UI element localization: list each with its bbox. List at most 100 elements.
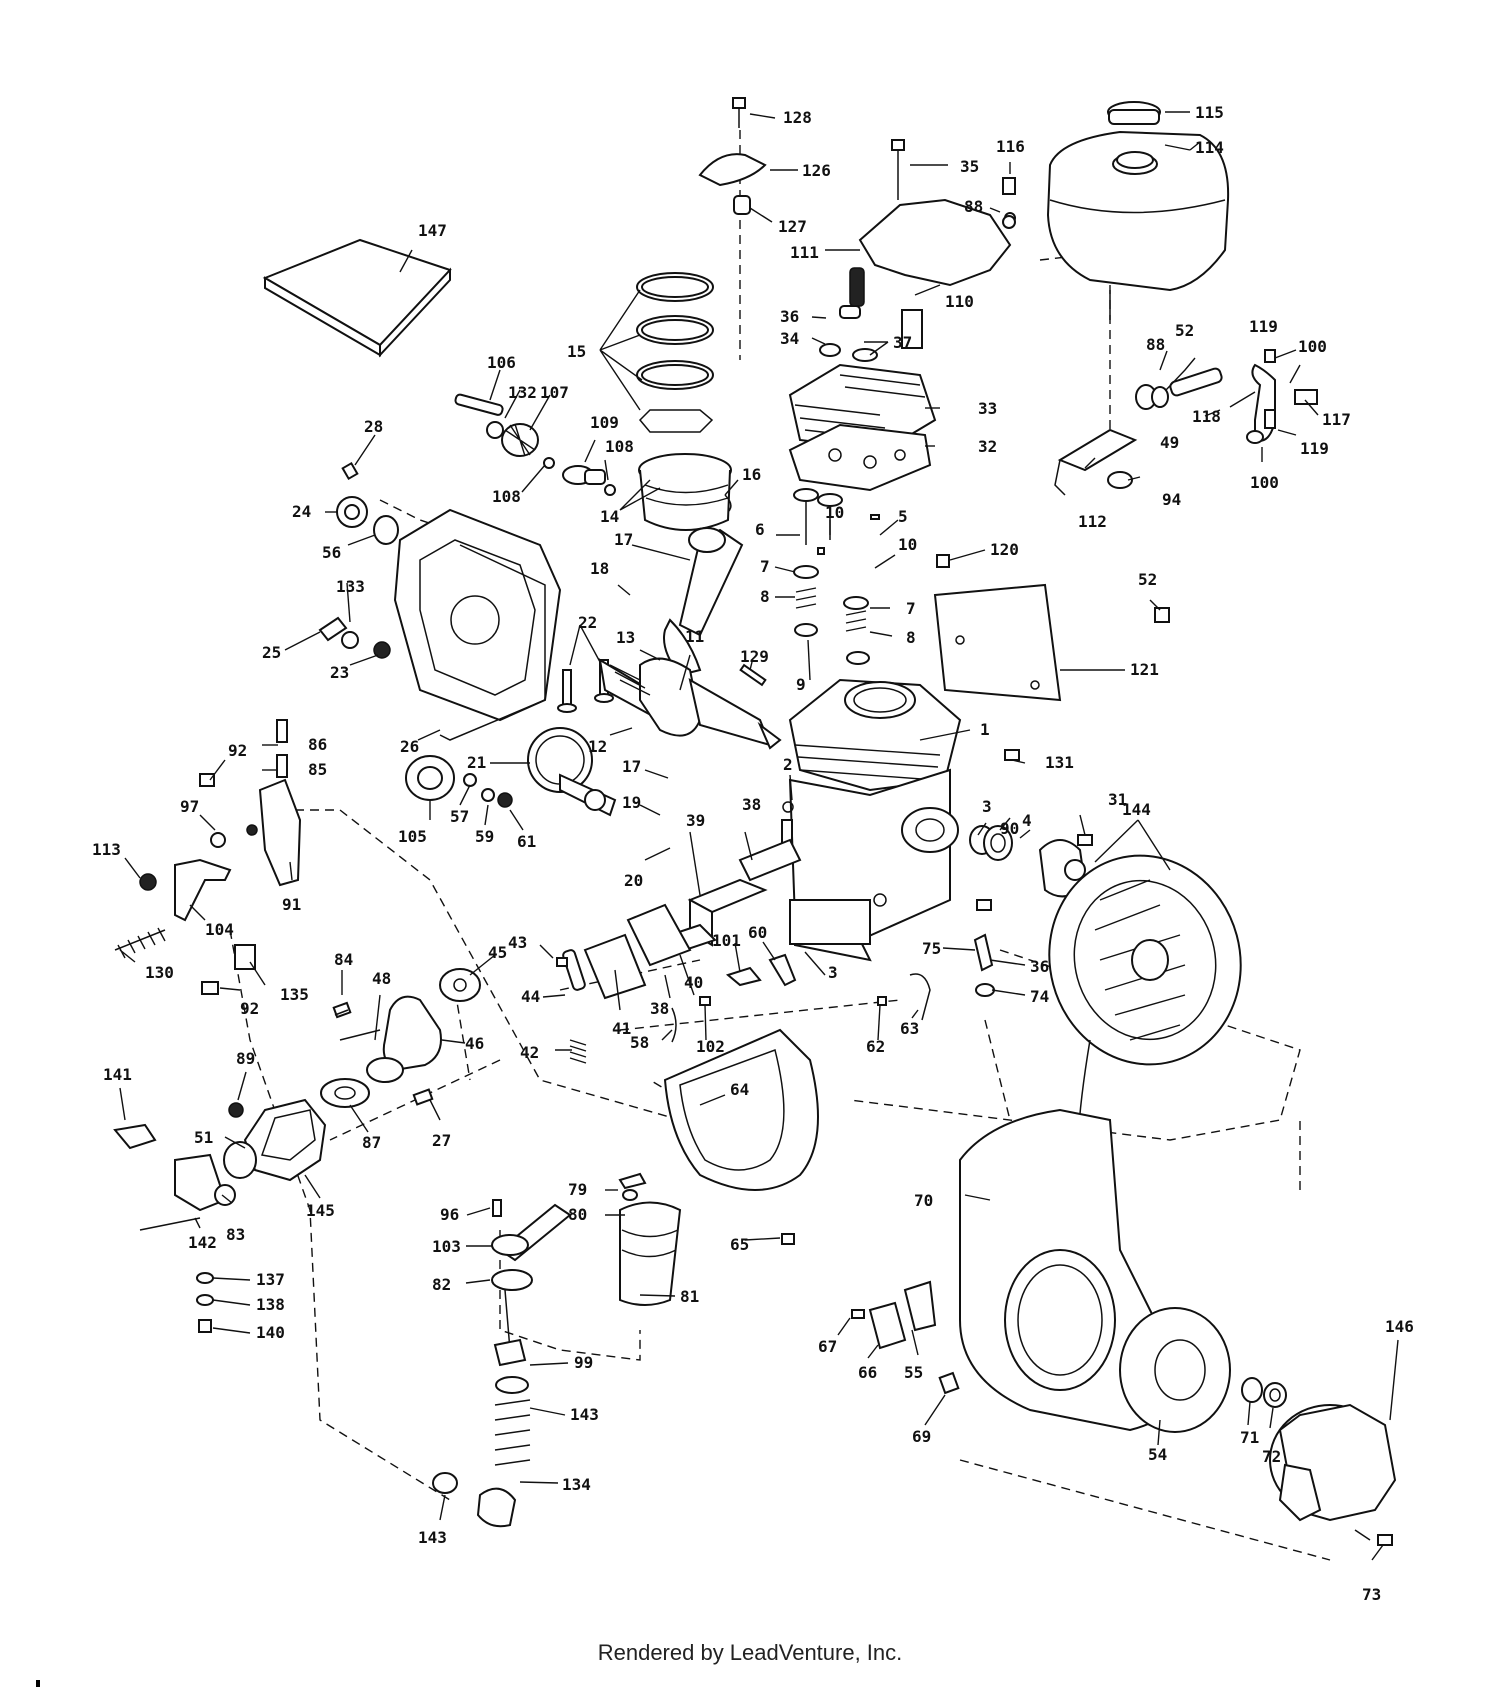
callout-100b: 100 [1250, 473, 1279, 492]
starter-pulley [1119, 1307, 1287, 1433]
callout-101: 101 [712, 931, 741, 950]
callout-37: 37 [893, 333, 912, 352]
callout-75: 75 [922, 939, 941, 958]
callout-7: 7 [760, 557, 770, 576]
callout-138: 138 [256, 1295, 285, 1314]
callout-81: 81 [680, 1287, 699, 1306]
piston-rings [636, 272, 714, 433]
callout-24: 24 [292, 502, 311, 521]
valve-train [793, 488, 880, 665]
callout-22: 22 [578, 613, 597, 632]
cylinder-head [788, 267, 937, 492]
callout-116: 116 [996, 137, 1025, 156]
recoil-starter [1269, 1403, 1397, 1546]
callout-3: 3 [982, 797, 992, 816]
callout-55: 55 [904, 1363, 923, 1382]
callout-10b: 10 [898, 535, 917, 554]
callout-52: 52 [1175, 321, 1194, 340]
callout-11: 11 [685, 627, 704, 646]
callout-88: 88 [964, 197, 983, 216]
callout-112: 112 [1078, 512, 1107, 531]
callout-1: 1 [980, 720, 990, 739]
callout-147: 147 [418, 221, 447, 240]
corner-mark [36, 1680, 40, 1687]
callout-40: 40 [684, 973, 703, 992]
top-bracket-parts [698, 97, 767, 215]
governor-linkage [114, 719, 302, 995]
callout-17b: 17 [622, 757, 641, 776]
callout-108: 108 [605, 437, 634, 456]
callout-14: 14 [600, 507, 619, 526]
callout-82: 82 [432, 1275, 451, 1294]
callout-135: 135 [280, 985, 309, 1004]
callout-84: 84 [334, 950, 353, 969]
callout-127: 127 [778, 217, 807, 236]
callout-42: 42 [520, 1043, 539, 1062]
callout-74: 74 [1030, 987, 1049, 1006]
governor-spring [569, 1039, 587, 1064]
callout-73: 73 [1362, 1585, 1381, 1604]
callout-28: 28 [364, 417, 383, 436]
callout-69: 69 [912, 1427, 931, 1446]
callout-71: 71 [1240, 1428, 1259, 1447]
callout-54: 54 [1148, 1445, 1167, 1464]
callout-41: 41 [612, 1019, 631, 1038]
callout-105: 105 [398, 827, 427, 846]
callout-119: 119 [1249, 317, 1278, 336]
callout-31: 31 [1108, 790, 1127, 809]
callout-8: 8 [760, 587, 770, 606]
callout-44: 44 [521, 987, 540, 1006]
callout-5: 5 [898, 507, 908, 526]
callout-140: 140 [256, 1323, 285, 1342]
callout-4: 4 [1022, 811, 1032, 830]
callout-97: 97 [180, 797, 199, 816]
callout-99: 99 [574, 1353, 593, 1372]
callout-36b: 36 [1030, 957, 1049, 976]
callout-130: 130 [145, 963, 174, 982]
callout-63: 63 [900, 1019, 919, 1038]
callout-65: 65 [730, 1235, 749, 1254]
callout-16: 16 [742, 465, 761, 484]
callout-2: 2 [783, 755, 793, 774]
piston-assembly [543, 453, 744, 677]
callout-126: 126 [802, 161, 831, 180]
callout-85: 85 [308, 760, 327, 779]
callout-92: 92 [228, 741, 247, 760]
callout-25: 25 [262, 643, 281, 662]
callout-3b: 3 [828, 963, 838, 982]
carburetor [113, 1078, 370, 1333]
callout-137: 137 [256, 1270, 285, 1289]
callout-94: 94 [1162, 490, 1181, 509]
callout-66: 66 [858, 1363, 877, 1382]
callout-142: 142 [188, 1233, 217, 1252]
callout-8b: 8 [906, 628, 916, 647]
callout-87: 87 [362, 1133, 381, 1152]
callout-100: 100 [1298, 337, 1327, 356]
callout-10: 10 [825, 503, 844, 522]
callout-132: 132 [508, 383, 537, 402]
callout-33: 33 [978, 399, 997, 418]
callout-72: 72 [1262, 1447, 1281, 1466]
air-cleaner [432, 1172, 795, 1528]
callout-62: 62 [866, 1037, 885, 1056]
callout-111: 111 [790, 243, 819, 262]
fuel-line-parts [1054, 349, 1318, 496]
gasket-set-box [262, 238, 452, 358]
callout-20: 20 [624, 871, 643, 890]
callout-106: 106 [487, 353, 516, 372]
callout-67: 67 [818, 1337, 837, 1356]
tank-bolts [1002, 177, 1016, 229]
callout-120: 120 [990, 540, 1019, 559]
crankcase-cover [318, 461, 562, 741]
crankshaft [557, 657, 782, 750]
callout-12: 12 [588, 737, 607, 756]
footer-credit: Rendered by LeadVenture, Inc. [597, 1640, 903, 1665]
callout-43: 43 [508, 933, 527, 952]
callout-104: 104 [205, 920, 234, 939]
callout-18: 18 [590, 559, 609, 578]
callout-90: 90 [1000, 819, 1019, 838]
callout-56: 56 [322, 543, 341, 562]
callout-13: 13 [616, 628, 635, 647]
callout-57: 57 [450, 807, 469, 826]
